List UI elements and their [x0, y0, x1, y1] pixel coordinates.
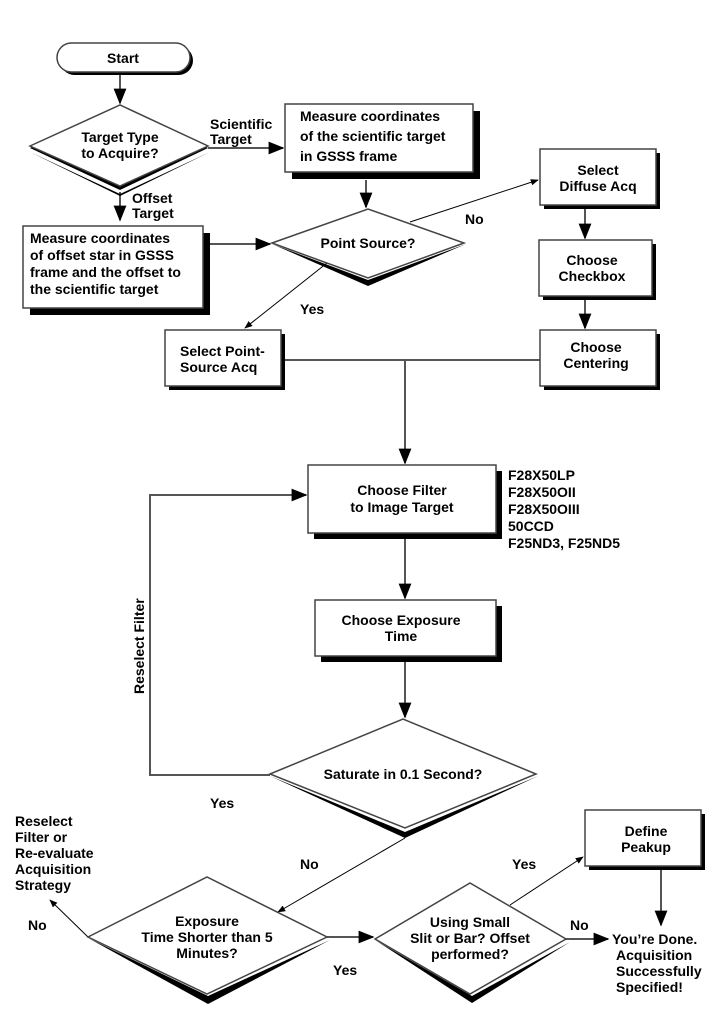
point-acq-line-2: Source Acq: [180, 359, 257, 375]
reselect-strategy-line-1: Reselect: [15, 813, 73, 829]
box-point-acq: Select Point- Source Acq: [164, 329, 285, 390]
edge-point-source-no: [409, 179, 539, 223]
label-exposure-no: No: [28, 917, 47, 933]
done-line-2: Acquisition: [616, 947, 692, 963]
label-point-no: No: [465, 211, 484, 227]
diffuse-line-2: Diffuse Acq: [559, 178, 636, 194]
label-scientific-target-1: Scientific: [210, 116, 272, 132]
box-measure-offset: Measure coordinates of offset star in GS…: [22, 225, 210, 315]
measure-sci-line-3: in GSSS frame: [300, 148, 397, 164]
label-saturate-no: No: [300, 856, 319, 872]
label-offset-target-2: Target: [132, 205, 174, 221]
measure-offset-line-4: the scientific target: [30, 281, 159, 297]
reselect-strategy-line-2: Filter or: [15, 829, 68, 845]
point-source-label: Point Source?: [321, 235, 416, 251]
label-scientific-target-2: Target: [210, 131, 252, 147]
decision-exposure-short: Exposure Time Shorter than 5 Minutes?: [86, 876, 330, 1004]
measure-sci-line-1: Measure coordinates: [300, 108, 440, 124]
box-checkbox: Choose Checkbox: [538, 239, 656, 300]
filter-item: F28X50OIII: [508, 501, 580, 517]
box-measure-sci: Measure coordinates of the scientific ta…: [284, 103, 480, 179]
start-label: Start: [107, 50, 139, 66]
decision-small-slit: Using Small Slit or Bar? Offset performe…: [373, 882, 570, 1003]
edge-labels: Scientific Target Offset Target No Yes R…: [28, 116, 589, 978]
filter-item: 50CCD: [508, 518, 554, 534]
filter-item: F28X50LP: [508, 467, 575, 483]
box-exposure-time: Choose Exposure Time: [314, 599, 502, 662]
exposure-short-line-1: Exposure: [175, 913, 239, 929]
label-slit-yes: Yes: [512, 856, 536, 872]
checkbox-line-1: Choose: [566, 252, 618, 268]
label-point-yes: Yes: [300, 301, 324, 317]
decision-target-type: Target Type to Acquire?: [28, 104, 210, 196]
box-centering: Choose Centering: [539, 329, 660, 390]
diffuse-line-1: Select: [577, 162, 619, 178]
reselect-strategy-line-5: Strategy: [15, 877, 71, 893]
edge-exposure-short-no: [49, 899, 89, 938]
peakup-line-2: Peakup: [621, 839, 671, 855]
done-line-3: Successfully: [616, 963, 702, 979]
centering-line-2: Centering: [563, 355, 628, 371]
reselect-strategy-text: Reselect Filter or Re-evaluate Acquisiti…: [15, 813, 94, 893]
done-line-4: Specified!: [616, 979, 683, 995]
done-text: You’re Done. Acquisition Successfully Sp…: [612, 931, 702, 995]
edge-reselect-filter-loop: [149, 488, 308, 776]
decision-point-source: Point Source?: [269, 208, 467, 286]
filter-item: F28X50OII: [508, 484, 576, 500]
box-peakup: Define Peakup: [584, 809, 705, 870]
start-node: Start: [56, 42, 193, 75]
centering-line-1: Choose: [570, 339, 622, 355]
measure-offset-line-2: of offset star in GSSS: [30, 247, 174, 263]
exposure-time-line-2: Time: [385, 628, 418, 644]
choose-filter-line-1: Choose Filter: [357, 482, 447, 498]
filter-list: F28X50LP F28X50OII F28X50OIII 50CCD F25N…: [508, 467, 620, 551]
reselect-strategy-line-3: Re-evaluate: [15, 845, 94, 861]
connectors: [49, 73, 668, 946]
done-line-1: You’re Done.: [612, 931, 697, 947]
edge-small-slit-yes: [509, 856, 584, 906]
label-slit-no: No: [570, 917, 589, 933]
measure-offset-line-3: frame and the offset to: [30, 264, 181, 280]
checkbox-line-2: Checkbox: [559, 268, 626, 284]
point-acq-line-1: Select Point-: [180, 343, 265, 359]
measure-sci-line-2: of the scientific target: [300, 128, 446, 144]
label-reselect-filter: Reselect Filter: [131, 598, 147, 694]
reselect-strategy-line-4: Acquisition: [15, 861, 91, 877]
small-slit-line-2: Slit or Bar? Offset: [410, 930, 530, 946]
filter-item: F25ND3, F25ND5: [508, 535, 620, 551]
box-diffuse-acq: Select Diffuse Acq: [539, 148, 660, 209]
label-exposure-yes: Yes: [333, 962, 357, 978]
choose-filter-line-2: to Image Target: [350, 499, 454, 515]
label-saturate-yes: Yes: [210, 795, 234, 811]
label-offset-target-1: Offset: [132, 190, 173, 206]
saturate-label: Saturate in 0.1 Second?: [324, 766, 483, 782]
decision-saturate: Saturate in 0.1 Second?: [268, 718, 538, 838]
peakup-line-1: Define: [625, 823, 668, 839]
exposure-short-line-2: Time Shorter than 5: [141, 929, 272, 945]
box-choose-filter: Choose Filter to Image Target: [307, 464, 502, 539]
target-type-line-2: to Acquire?: [81, 145, 158, 161]
small-slit-line-3: performed?: [431, 946, 509, 962]
target-type-line-1: Target Type: [81, 129, 158, 145]
small-slit-line-1: Using Small: [430, 914, 510, 930]
exposure-short-line-3: Minutes?: [176, 945, 237, 961]
edge-saturate-no: [277, 837, 406, 913]
edge-point-source-yes: [244, 262, 328, 329]
exposure-time-line-1: Choose Exposure: [341, 612, 460, 628]
measure-offset-line-1: Measure coordinates: [30, 230, 170, 246]
